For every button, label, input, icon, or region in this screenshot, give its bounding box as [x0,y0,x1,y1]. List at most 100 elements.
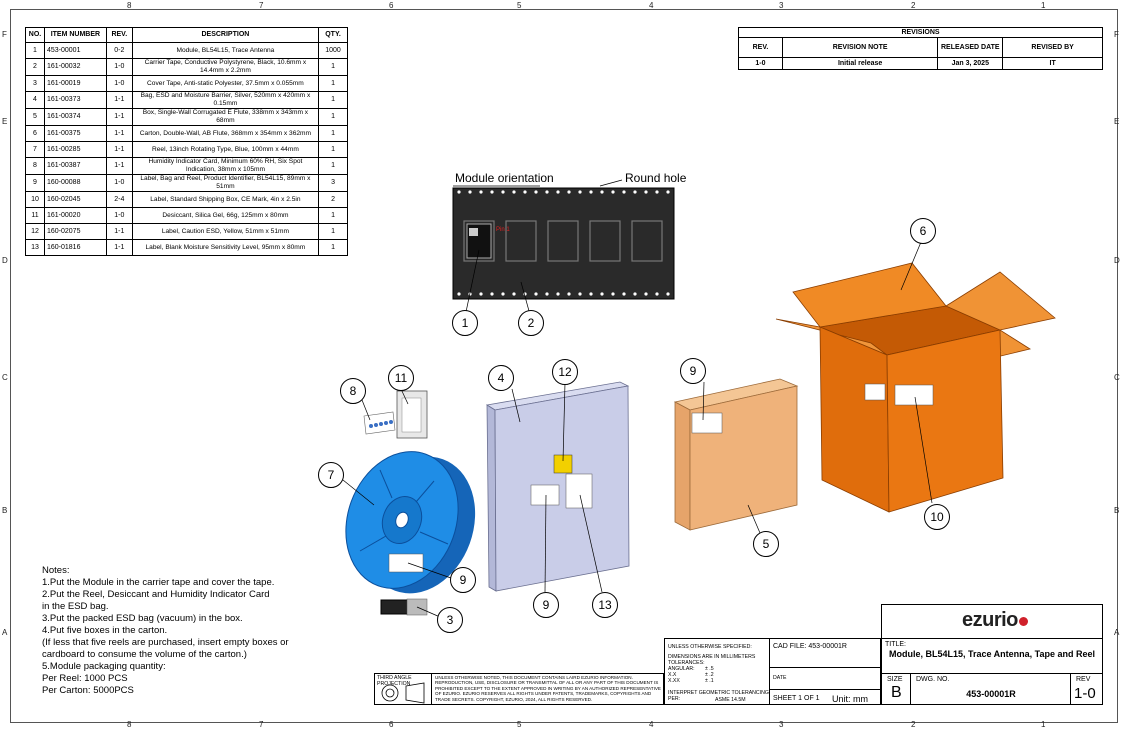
zone-top-6: 6 [389,1,394,10]
balloon-6: 6 [910,218,936,244]
projection-cell: THIRD ANGLE PROJECTION [375,674,432,704]
note-line: 2.Put the Reel, Desiccant and Humidity I… [42,589,270,600]
title-label: TITLE: [885,641,907,648]
zone-right-B: B [1114,506,1120,515]
balloon-12: 12 [552,359,578,385]
interpret-label: INTERPRET GEOMETRIC TOLERANCING PER: [668,690,769,702]
third-angle-projection-icon [381,682,425,704]
xx-value: ± .2 [705,672,714,678]
zone-right-F: F [1114,30,1119,39]
note-line: Per Carton: 5000PCS [42,685,134,696]
sheet-divider [770,689,880,690]
balloon-11: 11 [388,365,414,391]
note-line: cardboard to consume the volume of the c… [42,649,247,660]
title-divider [882,638,1102,639]
zone-left-C: C [2,373,8,382]
bom-cell: 1 [318,239,348,256]
zone-right-E: E [1114,117,1120,126]
note-line: 4.Put five boxes in the carton. [42,625,168,636]
ezurio-logo-text: ezurio [962,609,1018,631]
carrier-tape [452,179,675,300]
balloon-1: 1 [452,310,478,336]
projection-label: THIRD ANGLE PROJECTION [377,675,412,687]
dims-in-mm: DIMENSIONS ARE IN MILLIMETERS [668,654,756,660]
dwg-label: DWG. NO. [916,676,950,683]
xxx-label: X.XX [668,678,680,684]
drawing-frame [10,9,1118,723]
module-antenna-pad [469,228,478,236]
unit-label: Unit: mm [832,694,868,704]
size-sep [910,673,911,704]
balloon-4: 4 [488,365,514,391]
zone-top-1: 1 [1041,1,1046,10]
disclaimer-text: UNLESS OTHERWISE NOTED, THIS DOCUMENT CO… [435,675,661,702]
note-line: 5.Module packaging quantity: [42,661,166,672]
balloon-10: 10 [924,504,950,530]
zone-top-7: 7 [259,1,264,10]
zone-right-A: A [1114,628,1120,637]
rev-value: 1-0 [1074,685,1096,702]
zone-right-D: D [1114,256,1120,265]
zone-top-3: 3 [779,1,784,10]
msl-label [565,473,593,509]
rev-cell-by: IT [1002,57,1103,70]
sheet-label: SHEET 1 OF 1 [773,695,820,702]
bom-cell: 13 [25,239,45,256]
cover-tape-roll [380,598,428,616]
bom-cell: Bag, ESD and Moisture Barrier, Silver, 5… [131,91,320,109]
carton-side-label [864,383,886,401]
zone-bottom-2: 2 [911,720,916,729]
zone-left-F: F [2,30,7,39]
note-line: 3.Put the packed ESD bag (vacuum) in the… [42,613,243,624]
balloon-9-reel: 9 [450,567,476,593]
module-chip [466,223,492,259]
zone-bottom-6: 6 [389,720,394,729]
box-label [691,412,723,434]
humidity-card [363,411,396,435]
bom-cell: Label, Blank Moisture Sensitivity Level,… [131,239,320,256]
rev-sep [1070,673,1071,704]
size-value: B [891,684,902,701]
desiccant-pack [396,390,428,439]
leader-lines [342,241,933,618]
angular-value: ± .5 [705,666,714,672]
round-hole-label: Round hole [625,171,687,185]
zone-bottom-8: 8 [127,720,132,729]
zone-top-5: 5 [517,1,522,10]
cad-file: CAD FILE: 453-00001R [773,643,847,650]
drawing-title: Module, BL54L15, Trace Antenna, Tape and… [888,649,1096,659]
cad-block: CAD FILE: 453-00001R DATE SHEET 1 OF 1 U… [769,638,881,705]
balloon-5: 5 [753,531,779,557]
zone-bottom-5: 5 [517,720,522,729]
balloon-9-bag: 9 [533,592,559,618]
notes-title: Notes: [42,565,70,576]
tolerances-label: TOLERANCES: [668,660,705,666]
zone-bottom-3: 3 [779,720,784,729]
revisions-table: REVISIONS REV. REVISION NOTE RELEASED DA… [738,27,1103,70]
zone-left-A: A [2,628,8,637]
zone-bottom-4: 4 [649,720,654,729]
carton-label [894,384,934,406]
xx-label: X.X [668,672,677,678]
title-block: ezurio TITLE: Module, BL54L15, Trace Ant… [881,604,1103,705]
esd-bag [485,381,630,592]
disclaimer-block: THIRD ANGLE PROJECTION UNLESS OTHERWISE … [374,673,664,705]
note-line: Per Reel: 1000 PCS [42,673,128,684]
zone-left-E: E [2,117,8,126]
rev-cell-date: Jan 3, 2025 [937,57,1004,70]
module-orientation-label: Module orientation [455,171,554,185]
balloon-8: 8 [340,378,366,404]
bag-label [530,484,560,506]
size-label: SIZE [887,676,903,683]
zone-top-8: 8 [127,1,132,10]
inner-box [673,378,799,531]
balloon-3: 3 [437,607,463,633]
bom-cell: 1000 [318,42,348,59]
zone-bottom-1: 1 [1041,720,1046,729]
